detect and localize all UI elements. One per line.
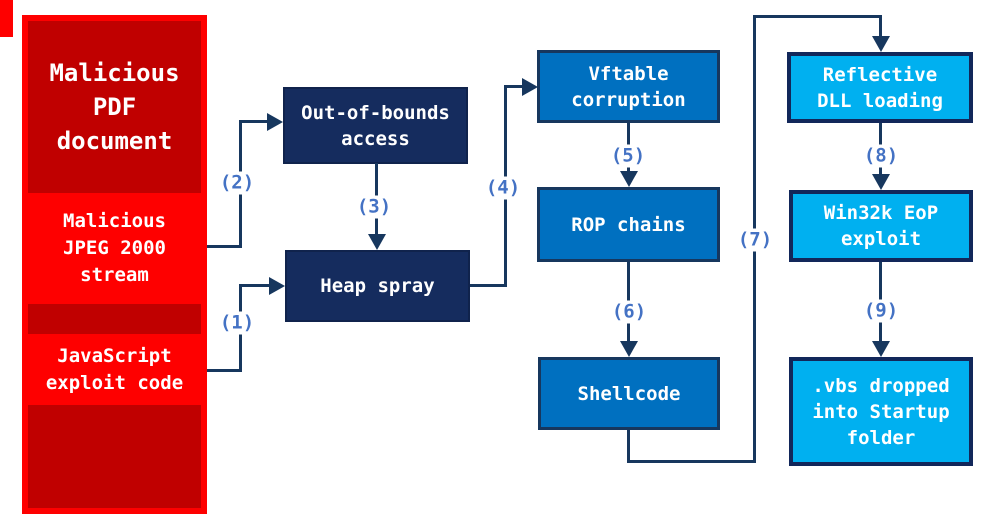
connector-4-segment [470,284,507,287]
connector-2-arrowhead [267,113,283,131]
step-label-2: (2) [217,171,257,195]
step-label-6: (6) [609,300,649,324]
connector-8-arrowhead [872,174,890,190]
connector-1-arrowhead [269,277,285,295]
node-javascript-exploit-code: JavaScript exploit code [28,334,201,405]
step-label-1: (1) [217,311,257,335]
step-label-3: (3) [354,195,394,219]
connector-7-segment [753,15,882,18]
node-malicious-pdf-document: Malicious PDF document Malicious JPEG 20… [22,15,207,514]
node-vbs-startup-folder: .vbs dropped into Startup folder [789,357,973,466]
red-corner-fragment [0,0,13,37]
connector-7-segment [879,15,882,38]
connector-1-segment [207,369,241,372]
step-label-5: (5) [608,144,648,168]
node-shellcode: Shellcode [538,357,720,430]
step-label-7: (7) [735,228,775,252]
connector-7-arrowhead [872,36,890,52]
node-win32k-eop-exploit: Win32k EoP exploit [789,190,973,262]
connector-4-arrowhead [522,78,538,96]
connector-6-arrowhead [620,341,638,357]
step-label-9: (9) [861,299,901,323]
connector-2-segment [207,245,241,248]
step-label-8: (8) [861,144,901,168]
connector-1-segment [239,284,270,287]
connector-9-arrowhead [872,341,890,357]
connector-3-arrowhead [368,234,386,250]
node-vftable-corruption: Vftable corruption [537,50,720,123]
connector-5-arrowhead [620,171,638,187]
connector-2-segment [239,120,268,123]
connector-7-segment [627,430,630,463]
node-heap-spray: Heap spray [285,250,470,322]
connector-7-segment [627,460,756,463]
pdf-document-title: Malicious PDF document [49,59,180,155]
node-malicious-jpeg2000-stream: Malicious JPEG 2000 stream [28,193,201,304]
node-rop-chains: ROP chains [537,187,720,262]
connector-4-segment [504,85,523,88]
node-reflective-dll-loading: Reflective DLL loading [787,52,973,123]
step-label-4: (4) [483,176,523,200]
node-out-of-bounds-access: Out-of-bounds access [283,87,468,164]
